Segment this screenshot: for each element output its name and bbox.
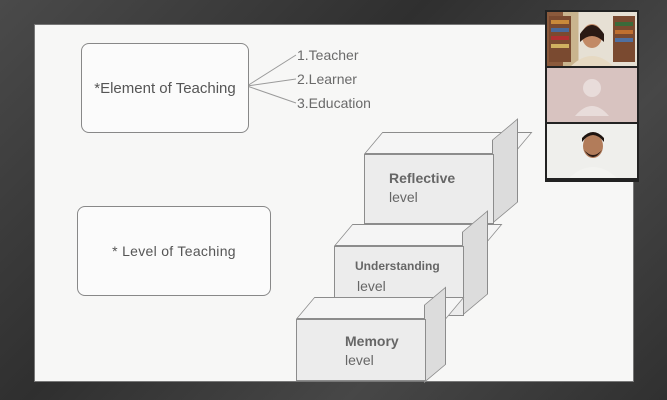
- understanding-line1: Understanding: [355, 259, 440, 273]
- level-of-teaching-label: * Level of Teaching: [112, 243, 236, 259]
- video-tile-placeholder[interactable]: [547, 68, 637, 122]
- element-of-teaching-box: *Element of Teaching: [81, 43, 249, 133]
- element-item: 1.Teacher: [297, 47, 359, 63]
- video-gallery-panel: [545, 10, 639, 182]
- video-tile-woman[interactable]: [547, 12, 637, 66]
- element-of-teaching-label: *Element of Teaching: [94, 79, 236, 97]
- reflective-line1: Reflective: [389, 170, 456, 186]
- elements-list: 1.Teacher 2.Learner 3.Education: [297, 43, 371, 115]
- video-tile-man[interactable]: [547, 124, 637, 178]
- presentation-slide: *Element of Teaching 1.Teacher 2.Learner…: [34, 24, 634, 383]
- participant-man-image: [547, 124, 637, 178]
- memory-line2: level: [345, 352, 374, 368]
- element-item: 3.Education: [297, 95, 371, 111]
- avatar-placeholder-icon: [575, 79, 609, 116]
- understanding-line2: level: [357, 278, 386, 294]
- level-of-teaching-box: * Level of Teaching: [77, 206, 271, 296]
- memory-line1: Memory: [345, 333, 399, 349]
- element-item: 2.Learner: [297, 71, 357, 87]
- participant-woman-image: [549, 16, 635, 66]
- reflective-line2: level: [389, 189, 418, 205]
